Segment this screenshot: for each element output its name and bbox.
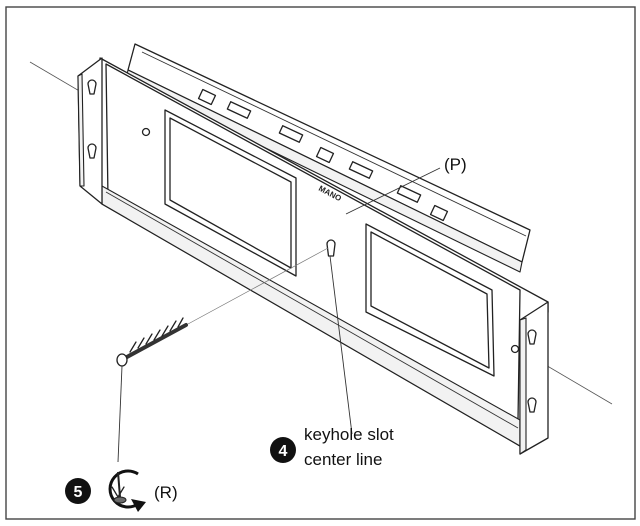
part-r-label: (R) [154,483,178,502]
diagram-frame [5,6,636,520]
part-p-leader [345,167,441,215]
top-rail [125,43,531,273]
step4-label-line2: center line [304,450,382,469]
step5-badge: 5 [65,478,91,504]
step5-leader [117,365,123,463]
keyhole-slot-icon [87,143,97,159]
part-p-label: (P) [444,155,467,174]
right-side-flange [519,301,549,455]
screw [116,247,329,367]
svg-text:5: 5 [74,484,83,501]
screwdriver-rotate-icon [108,469,146,512]
screw-hole [141,127,151,137]
screw-hole [510,344,520,354]
center-keyhole-slot [326,239,336,257]
keyhole-slot-icon [87,79,97,95]
left-side-flange [77,57,103,205]
keyhole-slot-icon [527,329,537,345]
step4-label-line1: keyhole slot [304,425,394,444]
keyhole-slot-icon [527,397,537,413]
step4-badge: 4 [270,437,296,463]
step4-leader [329,255,353,435]
bracket-plate [99,57,549,447]
svg-text:4: 4 [279,443,288,460]
